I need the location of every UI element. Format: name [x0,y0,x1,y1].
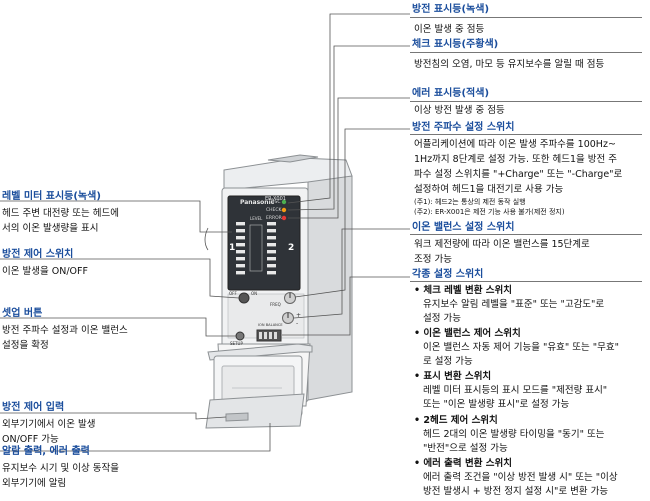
text-line: 조정 가능 [414,254,452,265]
callout-setup-button-desc: 방전 주파수 설정과 이온 밸런스 설정을 확정 [2,323,128,353]
callout-balance-switch-title: 이온 밸런스 설정 스위치 [412,222,515,233]
device-level-label: LEVEL [250,216,263,221]
text-line: 유지보수 시기 및 이상 동작을 [2,463,119,474]
text-line: 헤드 주변 대전량 또는 헤드에 [2,208,119,219]
callout-level-meter-desc: 헤드 주변 대전량 또는 헤드에 서의 이온 발생량을 표시 [2,206,119,236]
device-freq-label: FREQ [270,302,281,307]
footnote: (주1): 헤드2는 통상의 제전 동작 실행 [414,198,526,206]
error-led-icon [281,215,287,221]
callout-discharge-switch-desc: 이온 발생을 ON/OFF [2,266,88,277]
callout-discharge-led-desc: 이온 발생 중 점등 [414,24,485,35]
divider [410,52,642,53]
device-setup-label: SETUP [230,341,243,346]
text-line: 방전 주파수 설정과 이온 밸런스 [2,325,128,336]
callout-settings-title: 각종 설정 스위치 [412,269,484,280]
callout-control-input-desc: 외부기기에서 이온 발생 ON/OFF 가능 [2,417,95,447]
callout-alarm-output-desc: 유지보수 시기 및 이상 동작을 외부기기에 알림 [2,461,119,491]
setup-button[interactable] [235,331,245,341]
device-head2-label: 2 [288,243,295,253]
callout-control-input-title: 방전 제어 입력 [2,402,65,413]
text-line: 어플리케이션에 따라 이온 발생 주파수를 100Hz~ [414,139,616,150]
divider [410,134,642,135]
setting-desc: 이온 밸런스 자동 제어 기능을 "유효" 또는 "무효" [423,342,619,353]
setting-desc: 로 설정 가능 [423,356,473,367]
setting-title: • 에러 출력 변환 스위치 [414,458,512,469]
setting-check-level: • 체크 레벨 변환 스위치 유지보수 알림 레벨을 "표준" 또는 "고감도"… [414,284,604,326]
discharge-led-icon [281,199,287,205]
text-line: 설정을 확정 [2,340,49,351]
device-model: ER-X001 [265,196,286,202]
level-meter-leds [236,222,276,275]
device-dsc-label: DSC [271,200,281,205]
device-head1-label: 1 [229,243,236,253]
setting-desc: 레벨 미터 표시등의 표시 모드를 "제전량 표시" [423,385,608,396]
divider [410,234,642,235]
device-off-label: OFF [229,291,237,296]
callout-freq-switch-title: 방전 주파수 설정 스위치 [412,122,515,133]
setting-title: • 이온 밸런스 제어 스위치 [414,328,521,339]
setting-error-output: • 에러 출력 변환 스위치 에러 출력 조건을 "이상 방전 발생 시" 또는… [414,457,618,499]
text-line: 외부기기에 알림 [2,478,67,489]
setting-desc: 헤드 2대의 이온 발생량 타이밍을 "동기" 또는 [423,429,605,440]
text-line: ON/OFF 가능 [2,434,59,445]
device-balance-label: ION BALANCE [258,323,283,327]
setting-desc: 에러 출력 조건을 "이상 방전 발생 시" 또는 "이상 [423,472,618,483]
callout-level-meter-title: 레벨 미터 표시등(녹색) [2,191,101,202]
setting-desc: 또는 "이온 발생량 표시"로 설정 가능 [423,399,570,410]
text-line: 설정하여 헤드1을 대전기로 사용 가능 [414,184,564,195]
setting-desc: 유지보수 알림 레벨을 "표준" 또는 "고감도"로 [423,299,605,310]
callout-discharge-switch-title: 방전 제어 스위치 [2,249,74,260]
text-line: 파수 설정 스위치를 "+Charge" 또는 "-Charge"로 [414,169,623,180]
callout-setup-button-title: 셋업 버튼 [2,308,43,319]
device-check-label: CHECK [266,208,282,213]
callout-error-led-desc: 이상 방전 발생 중 점등 [414,105,505,116]
setting-desc: 설정 가능 [423,313,461,324]
callout-balance-switch-desc: 워크 제전량에 따라 이온 밸런스를 15단계로 조정 가능 [414,237,590,267]
device-minus-label: - [296,320,299,327]
setting-title: • 표시 변환 스위치 [414,371,492,382]
text-line: 외부기기에서 이온 발생 [2,419,96,430]
device-brand: Panasonic [240,199,275,206]
callout-alarm-output-title: 알람 출력, 에러 출력 [2,446,90,457]
divider [410,281,642,282]
divider [410,101,642,102]
setting-title: • 2헤드 제어 스위치 [414,415,498,426]
check-led-icon [281,207,287,213]
device-error-label: ERROR [266,216,282,221]
device-illustration [205,154,353,429]
device-plus-label: + [296,312,302,319]
text-line: 1Hz까지 8단계로 설정 가능. 또한 헤드1을 방전 주 [414,154,618,165]
terminal-block [205,393,305,429]
text-line: 워크 제전량에 따라 이온 밸런스를 15단계로 [414,239,590,250]
callout-error-led-title: 에러 표시등(적색) [412,88,490,99]
divider [410,17,642,18]
discharge-control-switch[interactable] [238,292,250,304]
setting-desc: "반전"으로 설정 가능 [423,443,508,454]
setting-title: • 체크 레벨 변환 스위치 [414,285,512,296]
callout-freq-switch-desc: 어플리케이션에 따라 이온 발생 주파수를 100Hz~ 1Hz까지 8단계로 … [414,137,622,217]
device-on-label: ON [251,291,258,296]
setting-two-head: • 2헤드 제어 스위치 헤드 2대의 이온 발생량 타이밍을 "동기" 또는 … [414,414,604,456]
setting-display-mode: • 표시 변환 스위치 레벨 미터 표시등의 표시 모드를 "제전량 표시" 또… [414,370,607,412]
callout-discharge-led-title: 방전 표시등(녹색) [412,4,490,15]
callout-check-led-title: 체크 표시등(주황색) [412,39,499,50]
setting-desc: 방전 발생시 + 방전 정지 설정 시"로 변환 가능 [423,486,609,497]
text-line: 서의 이온 발생량을 표시 [2,223,99,234]
footnote: (주2): ER-X001은 제전 기능 사용 불가(제전 정지) [414,208,565,216]
callout-check-led-desc: 방전침의 오염, 마모 등 유지보수를 알릴 때 점등 [414,59,605,70]
setting-balance-control: • 이온 밸런스 제어 스위치 이온 밸런스 자동 제어 기능을 "유효" 또는… [414,327,619,369]
